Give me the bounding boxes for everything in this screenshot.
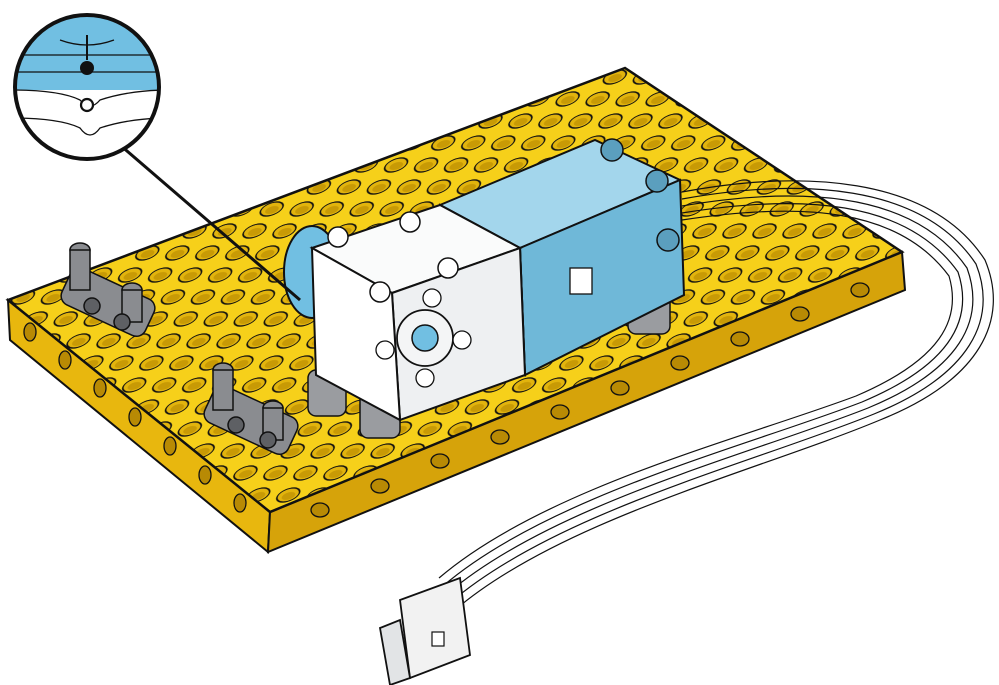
grey-connector-pegs [203,362,299,456]
flat-connector-cable [438,180,994,611]
marker-ring-icon [79,97,95,113]
zero-position-callout [13,13,161,161]
grey-connector-pegs [60,242,156,338]
white-motor-housing [283,203,527,422]
callout-leader-line [119,143,301,302]
marker-dot-icon [80,61,94,75]
cable-plug [378,576,471,685]
